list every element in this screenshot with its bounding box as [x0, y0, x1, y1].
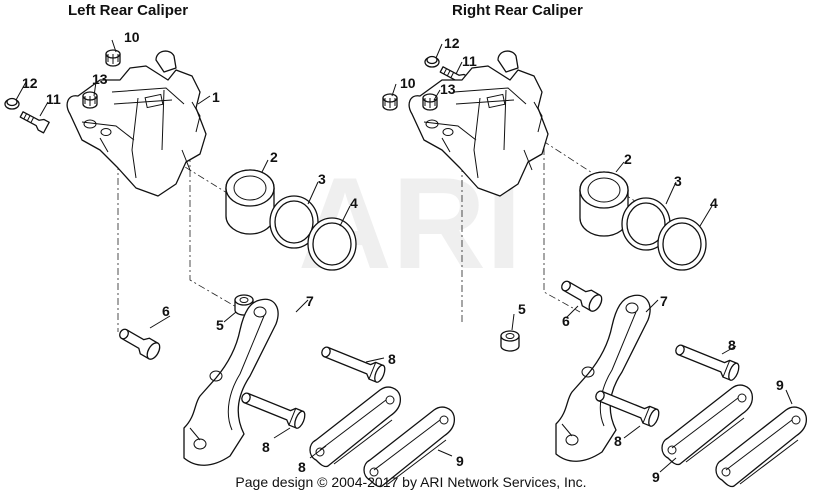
callout-4: 4 — [710, 195, 718, 211]
dust-boot-icon — [307, 217, 357, 271]
callout-3: 3 — [318, 171, 326, 187]
pin-boot-icon — [500, 330, 520, 352]
right-caliper-assembly: 2 3 4 5 6 7 8 8 9 9 10 11 12 13 — [382, 35, 808, 488]
callout-8: 8 — [262, 439, 270, 455]
bleeder-valve-icon — [18, 108, 50, 134]
callout-11: 11 — [462, 53, 477, 69]
callout-6: 6 — [562, 313, 570, 329]
left-guide-line-2 — [189, 140, 239, 309]
bleeder-cap-icon — [4, 97, 20, 110]
plug-icon — [422, 93, 438, 111]
callout-12: 12 — [444, 35, 460, 51]
callout-5: 5 — [216, 317, 224, 333]
callout-8: 8 — [388, 351, 396, 367]
callout-5: 5 — [518, 301, 526, 317]
callout-13: 13 — [92, 71, 108, 87]
callout-8: 8 — [728, 337, 736, 353]
left-caliper-heading: Left Rear Caliper — [68, 2, 189, 19]
callout-7: 7 — [660, 293, 668, 309]
plug-icon — [82, 91, 98, 109]
dust-cap-icon — [105, 49, 121, 67]
guide-bolt-icon — [557, 275, 605, 314]
callout-4: 4 — [350, 195, 358, 211]
guide-bolt-icon — [115, 323, 163, 362]
caliper-body-icon — [66, 50, 207, 197]
dust-boot-icon — [657, 217, 707, 271]
callout-10: 10 — [400, 75, 416, 91]
callout-7: 7 — [306, 293, 314, 309]
callout-8: 8 — [614, 433, 622, 449]
dust-cap-icon — [382, 93, 398, 111]
callout-2: 2 — [624, 151, 632, 167]
callout-8: 8 — [298, 459, 306, 475]
caliper-bracket-icon — [555, 294, 651, 462]
callout-9: 9 — [456, 453, 464, 469]
left-caliper-assembly: 1 2 3 4 5 6 7 8 8 8 9 10 11 12 13 — [4, 29, 464, 488]
right-guide-line-2 — [543, 148, 581, 313]
callout-6: 6 — [162, 303, 170, 319]
bleeder-cap-icon — [424, 55, 440, 68]
callout-10: 10 — [124, 29, 140, 45]
left-leaders — [15, 39, 453, 459]
callout-1: 1 — [212, 89, 220, 105]
slide-pin-icon — [238, 387, 308, 431]
right-leaders — [391, 43, 793, 473]
callout-13: 13 — [440, 81, 456, 97]
callout-12: 12 — [22, 75, 38, 91]
callout-9: 9 — [652, 469, 660, 485]
callout-11: 11 — [46, 91, 61, 107]
copyright-footer: Page design © 2004-2017 by ARI Network S… — [235, 474, 587, 490]
callout-9: 9 — [776, 377, 784, 393]
piston-icon — [225, 169, 275, 235]
right-caliper-heading: Right Rear Caliper — [452, 2, 583, 19]
piston-icon — [579, 171, 629, 237]
slide-pin-icon — [318, 341, 388, 385]
callout-3: 3 — [674, 173, 682, 189]
callout-2: 2 — [270, 149, 278, 165]
